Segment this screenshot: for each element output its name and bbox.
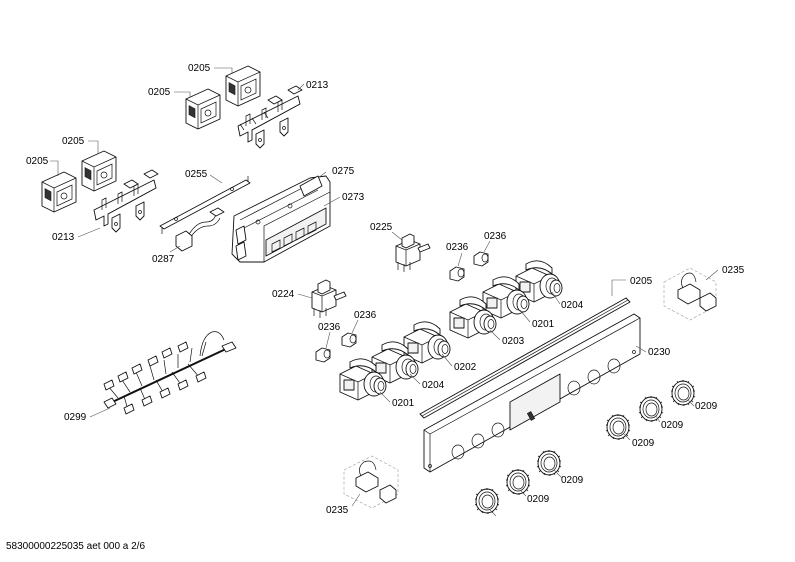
label-0205: 0205 xyxy=(148,87,171,98)
label-0202: 0202 xyxy=(454,362,477,373)
label-0236: 0236 xyxy=(318,322,341,333)
rotary-switch xyxy=(395,233,431,272)
relay-box-upper-right xyxy=(225,65,261,107)
label-0209: 0209 xyxy=(527,494,550,505)
relay-box-mid-right xyxy=(81,150,117,192)
label-0213: 0213 xyxy=(52,232,75,243)
temperature-sensor-right xyxy=(663,267,717,321)
relay-box-mid-left xyxy=(41,171,77,213)
label-0225: 0225 xyxy=(370,222,393,233)
temperature-sensor-left xyxy=(343,455,399,509)
knob-ring xyxy=(505,468,531,496)
spacer-sleeve xyxy=(315,347,331,363)
spacer-sleeve xyxy=(473,251,489,267)
label-0236: 0236 xyxy=(484,231,507,242)
label-0287: 0287 xyxy=(152,254,175,265)
trim-strip xyxy=(419,297,631,419)
mounting-bracket-lower xyxy=(93,169,159,233)
label-0209: 0209 xyxy=(661,420,684,431)
control-panel-fascia xyxy=(423,313,641,473)
knob-ring xyxy=(474,487,500,515)
label-0213: 0213 xyxy=(306,80,329,91)
label-0204: 0204 xyxy=(422,380,445,391)
relay-box-upper-left xyxy=(185,88,221,130)
label-0209: 0209 xyxy=(695,401,718,412)
label-0209: 0209 xyxy=(632,438,655,449)
display-module-housing xyxy=(231,175,331,263)
knob-ring xyxy=(638,395,664,423)
label-0235: 0235 xyxy=(326,505,349,516)
label-0205: 0205 xyxy=(62,136,85,147)
label-0224: 0224 xyxy=(272,289,295,300)
label-0235: 0235 xyxy=(722,265,745,276)
label-0205: 0205 xyxy=(26,156,49,167)
label-0204: 0204 xyxy=(561,300,584,311)
label-0205: 0205 xyxy=(630,276,653,287)
label-0201: 0201 xyxy=(392,398,415,409)
label-0273: 0273 xyxy=(342,192,365,203)
label-0255: 0255 xyxy=(185,169,208,180)
label-0209: 0209 xyxy=(561,475,584,486)
mounting-bracket-upper xyxy=(237,85,303,149)
spacer-sleeve xyxy=(449,266,465,282)
label-0236: 0236 xyxy=(446,242,469,253)
label-0275: 0275 xyxy=(332,166,355,177)
document-id: 58300000225035 aet 000 a 2/6 xyxy=(6,541,146,552)
guide-rail xyxy=(159,176,251,234)
spacer-sleeve xyxy=(341,332,357,348)
label-0236: 0236 xyxy=(354,310,377,321)
selector-switch xyxy=(311,279,347,318)
label-0205: 0205 xyxy=(188,63,211,74)
knob-ring xyxy=(670,379,696,407)
label-0203: 0203 xyxy=(502,336,525,347)
label-0299: 0299 xyxy=(64,412,87,423)
wiring-harness xyxy=(103,331,237,415)
label-0230: 0230 xyxy=(648,347,671,358)
knob-ring xyxy=(536,449,562,477)
label-0201: 0201 xyxy=(532,319,555,330)
